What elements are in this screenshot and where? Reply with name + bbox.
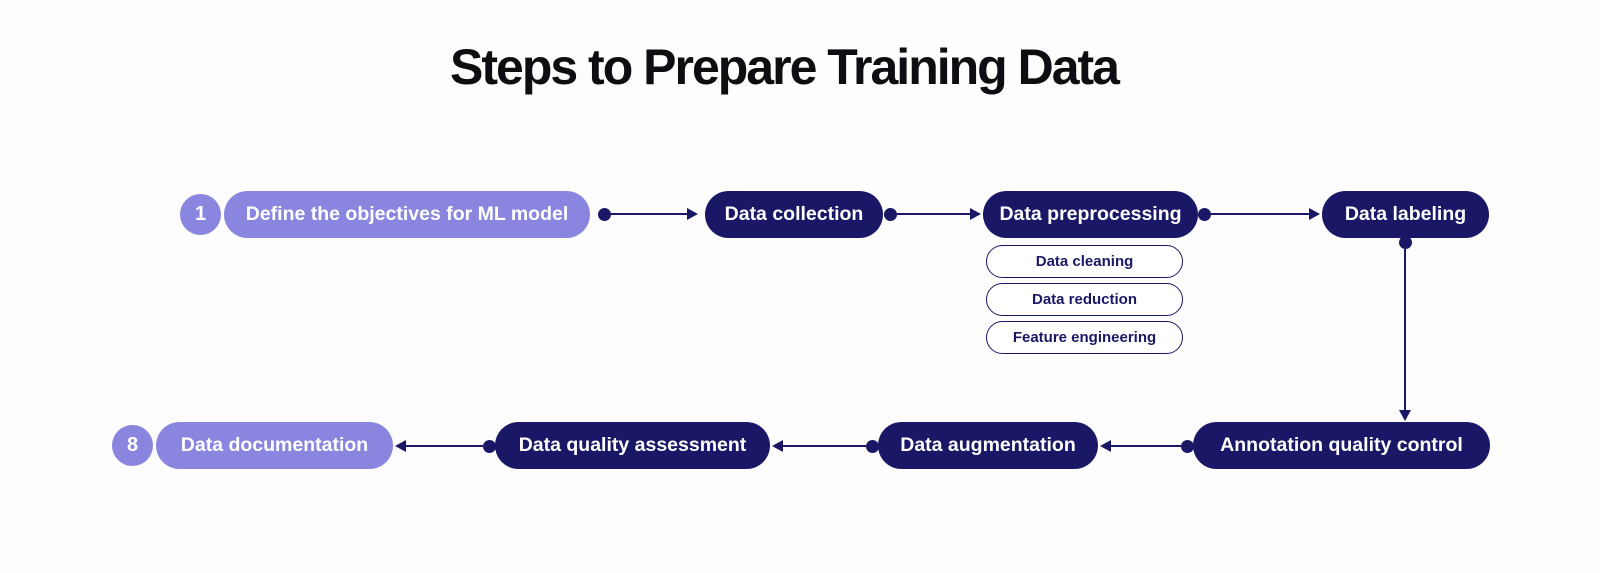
- arrow-shaft: [611, 212, 687, 216]
- step-label: Data quality assessment: [518, 434, 747, 456]
- step-annotation-quality-control: Annotation quality control: [1193, 422, 1490, 469]
- step-number-badge-1: 1: [180, 194, 221, 235]
- arrow-head-icon: [395, 440, 406, 452]
- arrow-shaft: [1403, 249, 1407, 410]
- step-label: Data preprocessing: [999, 203, 1182, 225]
- substep-data-cleaning: Data cleaning: [986, 245, 1183, 278]
- substep-feature-engineering: Feature engineering: [986, 321, 1183, 354]
- step-data-documentation: Data documentation: [156, 422, 393, 469]
- step-data-quality-assessment: Data quality assessment: [495, 422, 770, 469]
- arrow-start-dot: [866, 439, 879, 453]
- step-data-augmentation: Data augmentation: [878, 422, 1098, 469]
- connector-arrow-define-to-collection: [598, 207, 698, 221]
- connector-arrow-assessment-to-documentation: [395, 439, 496, 453]
- step-define-objectives: Define the objectives for ML model: [224, 191, 590, 238]
- step-label: Annotation quality control: [1220, 434, 1463, 456]
- arrow-head-icon: [772, 440, 783, 452]
- substep-label: Data cleaning: [1035, 253, 1134, 270]
- arrow-start-dot: [483, 439, 496, 453]
- connector-arrow-augmentation-to-assessment: [772, 439, 879, 453]
- substep-label: Feature engineering: [1012, 329, 1157, 346]
- arrow-shaft: [406, 444, 483, 448]
- step-label: Data collection: [724, 203, 864, 225]
- arrow-start-dot: [598, 207, 611, 221]
- step-data-collection: Data collection: [705, 191, 883, 238]
- arrow-shaft: [897, 212, 970, 216]
- arrow-head-icon: [1309, 208, 1320, 220]
- arrow-head-icon: [1399, 410, 1411, 421]
- connector-arrow-preprocessing-to-labeling: [1198, 207, 1320, 221]
- arrow-head-icon: [970, 208, 981, 220]
- step-label: Data augmentation: [900, 434, 1076, 456]
- connector-arrow-annotation-to-augmentation: [1100, 439, 1194, 453]
- arrow-start-dot: [1198, 207, 1211, 221]
- arrow-head-icon: [1100, 440, 1111, 452]
- arrow-shaft: [1111, 444, 1181, 448]
- step-label: Define the objectives for ML model: [245, 203, 569, 225]
- connector-arrow-labeling-to-annotation: [1398, 236, 1412, 421]
- page-title: Steps to Prepare Training Data: [450, 39, 1120, 95]
- step-data-preprocessing: Data preprocessing: [983, 191, 1198, 238]
- substep-label: Data reduction: [1031, 291, 1137, 308]
- arrow-shaft: [1211, 212, 1309, 216]
- arrow-start-dot: [1398, 236, 1412, 249]
- arrow-head-icon: [687, 208, 698, 220]
- step-label: Data labeling: [1344, 203, 1467, 225]
- step-data-labeling: Data labeling: [1322, 191, 1489, 238]
- arrow-shaft: [783, 444, 866, 448]
- substep-data-reduction: Data reduction: [986, 283, 1183, 316]
- step-number-badge-8: 8: [112, 425, 153, 466]
- arrow-start-dot: [1181, 439, 1194, 453]
- connector-arrow-collection-to-preprocessing: [884, 207, 981, 221]
- step-label: Data documentation: [180, 434, 369, 456]
- arrow-start-dot: [884, 207, 897, 221]
